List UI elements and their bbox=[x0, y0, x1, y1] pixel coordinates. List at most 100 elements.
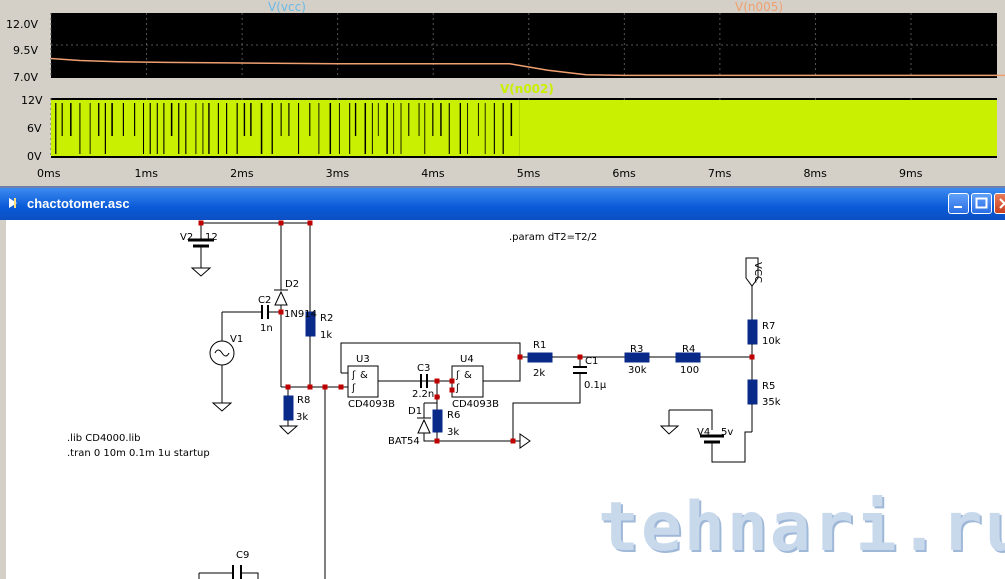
r8-value: 3k bbox=[296, 412, 308, 423]
trace-label-n005[interactable]: V(n005) bbox=[735, 0, 783, 14]
c2-value: 1n bbox=[260, 323, 273, 334]
r4-value: 100 bbox=[680, 365, 699, 376]
minimize-button[interactable] bbox=[948, 193, 969, 214]
maximize-button[interactable] bbox=[971, 193, 992, 214]
wire[interactable] bbox=[669, 409, 713, 430]
d1-diode-symbol[interactable] bbox=[417, 417, 431, 434]
c9-label: C9 bbox=[236, 550, 249, 561]
x-tick-label: 8ms bbox=[803, 167, 827, 180]
wire[interactable] bbox=[512, 373, 581, 441]
r5-resistor[interactable] bbox=[747, 379, 758, 405]
minimize-icon bbox=[954, 206, 962, 208]
junction-dot bbox=[749, 354, 755, 360]
junction-dot bbox=[307, 384, 313, 390]
d1-value: BAT54 bbox=[388, 436, 420, 447]
r6-resistor[interactable] bbox=[432, 409, 443, 433]
r2-value: 1k bbox=[320, 330, 332, 341]
r3-label: R3 bbox=[630, 344, 643, 355]
waveform-viewer[interactable]: V(vcc) V(n005) V(n002) 12.0V 9.5V 7.0V 1… bbox=[0, 0, 1005, 186]
d2-value: 1N914 bbox=[284, 309, 317, 320]
param-directive[interactable]: .param dT2=T2/2 bbox=[509, 232, 597, 243]
u3-gate-symbol: ʃ bbox=[351, 370, 356, 381]
x-tick-label: 4ms bbox=[421, 167, 445, 180]
close-button[interactable] bbox=[994, 193, 1005, 214]
v4-value: 5v bbox=[721, 427, 733, 438]
junction-dot bbox=[510, 438, 516, 444]
wire[interactable] bbox=[483, 357, 521, 382]
trace-label-n002[interactable]: V(n002) bbox=[500, 82, 554, 96]
r5-label: R5 bbox=[762, 381, 775, 392]
c2-capacitor-symbol[interactable] bbox=[261, 305, 269, 319]
junction-dot bbox=[434, 378, 440, 384]
r8-resistor[interactable] bbox=[283, 395, 294, 421]
ground-icon bbox=[190, 267, 212, 277]
junction-dot bbox=[322, 384, 328, 390]
v2-label: V2 bbox=[180, 232, 193, 243]
lib-directive[interactable]: .lib CD4000.lib bbox=[67, 433, 140, 444]
junction-dot bbox=[449, 378, 455, 384]
junction-dot bbox=[198, 220, 204, 226]
ground-icon bbox=[659, 425, 680, 435]
v4-label: V4 bbox=[697, 427, 710, 438]
u3-gate-amp: & bbox=[360, 370, 368, 381]
wire[interactable] bbox=[198, 572, 232, 579]
sine-icon bbox=[214, 349, 230, 357]
junction-dot bbox=[577, 354, 583, 360]
r2-label: R2 bbox=[320, 313, 333, 324]
schematic-canvas[interactable]: ʃ & ʃ ʃ & ʃ .param dT2=T2/2 .lib CD4000.… bbox=[6, 220, 1005, 579]
top-pane-area[interactable] bbox=[51, 13, 997, 78]
junction-dot bbox=[434, 438, 440, 444]
wire[interactable] bbox=[340, 342, 521, 373]
x-tick-label: 5ms bbox=[517, 167, 541, 180]
u4-label: U4 bbox=[460, 354, 474, 365]
ltspice-icon bbox=[9, 198, 17, 208]
c9-capacitor-symbol[interactable] bbox=[232, 565, 242, 579]
maximize-icon bbox=[975, 197, 988, 209]
junction-dot bbox=[338, 384, 344, 390]
u4-value: CD4093B bbox=[452, 399, 499, 410]
c1-label: C1 bbox=[585, 356, 598, 367]
y-tick-bottom-1: 6V bbox=[27, 122, 42, 135]
ground-icon bbox=[211, 402, 233, 412]
close-icon bbox=[999, 198, 1005, 209]
r7-label: R7 bbox=[762, 321, 775, 332]
r1-resistor[interactable] bbox=[527, 352, 553, 363]
x-tick-label: 1ms bbox=[135, 167, 159, 180]
window-title: chactotomer.asc bbox=[27, 196, 130, 211]
junction-dot bbox=[278, 220, 284, 226]
junction-dot bbox=[517, 354, 523, 360]
x-tick-label: 0ms bbox=[37, 167, 61, 180]
tran-directive[interactable]: .tran 0 10m 0.1m 1u startup bbox=[67, 448, 210, 459]
d1-label: D1 bbox=[408, 406, 422, 417]
wire[interactable] bbox=[711, 431, 752, 463]
c2-label: C2 bbox=[258, 295, 271, 306]
trace-label-vcc[interactable]: V(vcc) bbox=[268, 0, 306, 14]
r1-label: R1 bbox=[533, 340, 546, 351]
wire[interactable] bbox=[241, 572, 259, 579]
x-tick-label: 7ms bbox=[708, 167, 732, 180]
schematic-drawing[interactable]: ʃ & ʃ ʃ & ʃ .param dT2=T2/2 .lib CD4000.… bbox=[6, 220, 1005, 579]
vcc-port-icon[interactable] bbox=[745, 257, 759, 287]
x-tick-label: 6ms bbox=[612, 167, 636, 180]
waveform-plot[interactable]: V(vcc) V(n005) V(n002) 12.0V 9.5V 7.0V 1… bbox=[0, 0, 1005, 186]
r4-label: R4 bbox=[682, 344, 695, 355]
trace-n002-high-region[interactable] bbox=[519, 100, 997, 156]
window-titlebar[interactable]: chactotomer.asc bbox=[0, 188, 1005, 220]
y-tick-top-1: 9.5V bbox=[13, 44, 38, 57]
c1-capacitor-symbol[interactable] bbox=[573, 366, 587, 374]
junction-dot bbox=[449, 387, 455, 393]
output-port-icon[interactable] bbox=[519, 433, 531, 449]
trace-n005[interactable] bbox=[50, 57, 1005, 77]
d2-diode-symbol[interactable] bbox=[274, 289, 288, 306]
wire[interactable] bbox=[423, 433, 513, 442]
r8-label: R8 bbox=[297, 395, 310, 406]
r1-value: 2k bbox=[533, 368, 545, 379]
r7-resistor[interactable] bbox=[747, 319, 758, 345]
junction-dot bbox=[434, 394, 440, 400]
y-tick-top-2: 7.0V bbox=[13, 71, 38, 84]
x-tick-label: 9ms bbox=[899, 167, 923, 180]
c3-capacitor-symbol[interactable] bbox=[420, 374, 428, 388]
schematic-window[interactable]: chactotomer.asc bbox=[0, 188, 1005, 579]
c3-value: 2.2n bbox=[412, 389, 434, 400]
y-tick-bottom-0: 12V bbox=[21, 94, 43, 107]
